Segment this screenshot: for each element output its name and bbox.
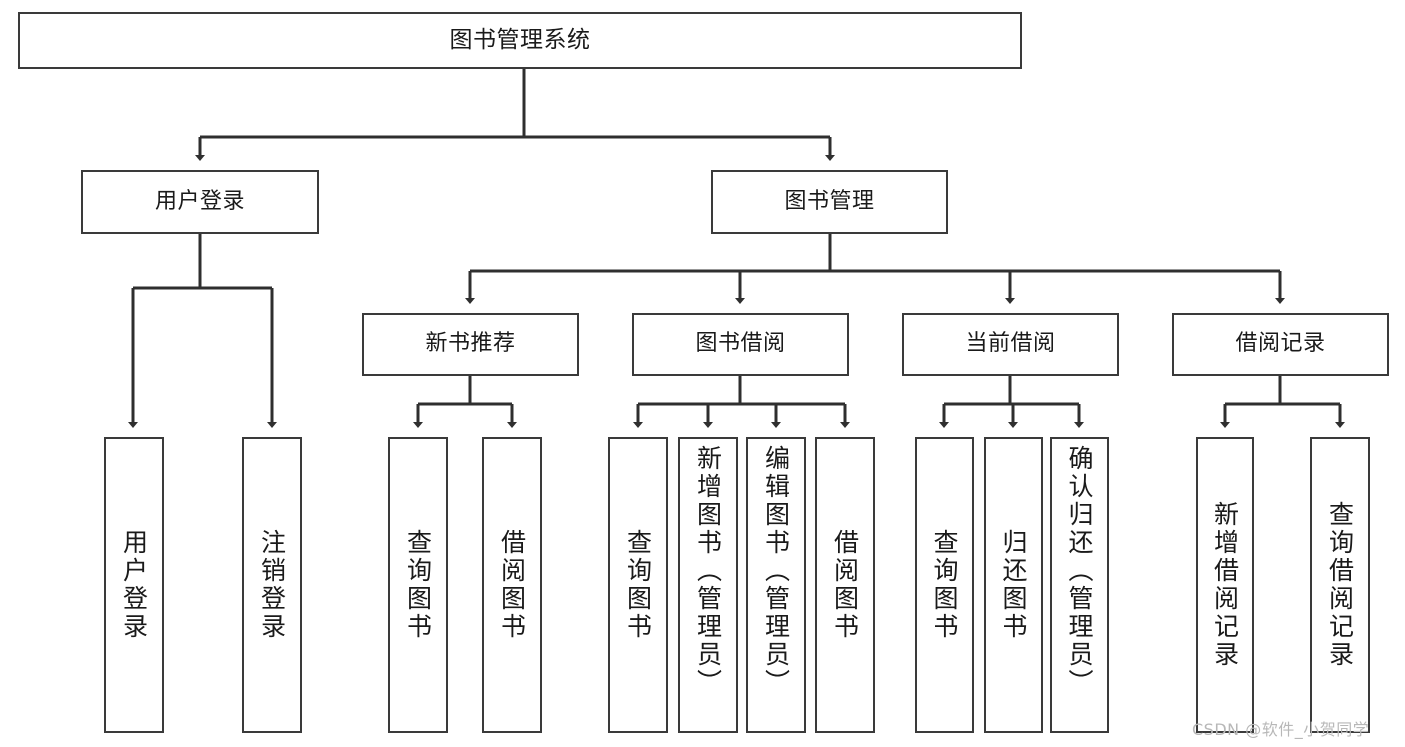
leaf-user-logout[interactable]: 注销登录: [242, 437, 302, 733]
leaf-add-borrow-record-label: 新增借阅记录: [1210, 501, 1240, 669]
leaf-query-book-current[interactable]: 查询图书: [915, 437, 974, 733]
leaf-borrow-book[interactable]: 借阅图书: [815, 437, 875, 733]
leaf-query-borrow-record[interactable]: 查询借阅记录: [1310, 437, 1370, 733]
leaf-query-book-recommend-label: 查询图书: [403, 529, 433, 641]
node-borrow-record[interactable]: 借阅记录: [1172, 313, 1389, 376]
leaf-add-book[interactable]: 新增图书（管理员）: [678, 437, 738, 733]
leaf-return-book-label: 归还图书: [999, 529, 1028, 641]
leaf-user-login[interactable]: 用户登录: [104, 437, 164, 733]
leaf-query-book[interactable]: 查询图书: [608, 437, 668, 733]
csdn-watermark: CSDN @软件_小贺同学: [1192, 720, 1370, 739]
node-book-manage[interactable]: 图书管理: [711, 170, 948, 234]
leaf-query-book-recommend[interactable]: 查询图书: [388, 437, 448, 733]
node-book-borrow-label: 图书借阅: [695, 331, 786, 357]
leaf-add-borrow-record[interactable]: 新增借阅记录: [1196, 437, 1254, 733]
node-current-borrow-label: 当前借阅: [965, 331, 1056, 357]
leaf-user-login-label: 用户登录: [119, 529, 149, 641]
leaf-user-logout-label: 注销登录: [257, 529, 287, 641]
node-new-book-recommend-label: 新书推荐: [425, 331, 516, 357]
node-book-borrow[interactable]: 图书借阅: [632, 313, 849, 376]
node-root-label: 图书管理系统: [449, 26, 591, 53]
leaf-query-book-current-label: 查询图书: [930, 529, 959, 641]
node-current-borrow[interactable]: 当前借阅: [902, 313, 1119, 376]
leaf-query-book-label: 查询图书: [623, 529, 653, 641]
leaf-confirm-return[interactable]: 确认归还（管理员）: [1050, 437, 1109, 733]
node-user-login-label: 用户登录: [154, 188, 245, 214]
leaf-return-book[interactable]: 归还图书: [984, 437, 1043, 733]
leaf-borrow-book-recommend[interactable]: 借阅图书: [482, 437, 542, 733]
leaf-borrow-book-recommend-label: 借阅图书: [497, 529, 527, 641]
leaf-query-borrow-record-label: 查询借阅记录: [1325, 501, 1355, 669]
leaf-add-book-label: 新增图书（管理员）: [693, 445, 723, 697]
leaf-edit-book[interactable]: 编辑图书（管理员）: [746, 437, 806, 733]
leaf-confirm-return-label: 确认归还（管理员）: [1065, 445, 1094, 697]
node-root[interactable]: 图书管理系统: [18, 12, 1022, 69]
node-book-manage-label: 图书管理: [784, 188, 875, 214]
node-user-login[interactable]: 用户登录: [81, 170, 319, 234]
leaf-edit-book-label: 编辑图书（管理员）: [761, 445, 791, 697]
leaf-borrow-book-label: 借阅图书: [830, 529, 860, 641]
node-new-book-recommend[interactable]: 新书推荐: [362, 313, 579, 376]
node-borrow-record-label: 借阅记录: [1235, 331, 1326, 357]
